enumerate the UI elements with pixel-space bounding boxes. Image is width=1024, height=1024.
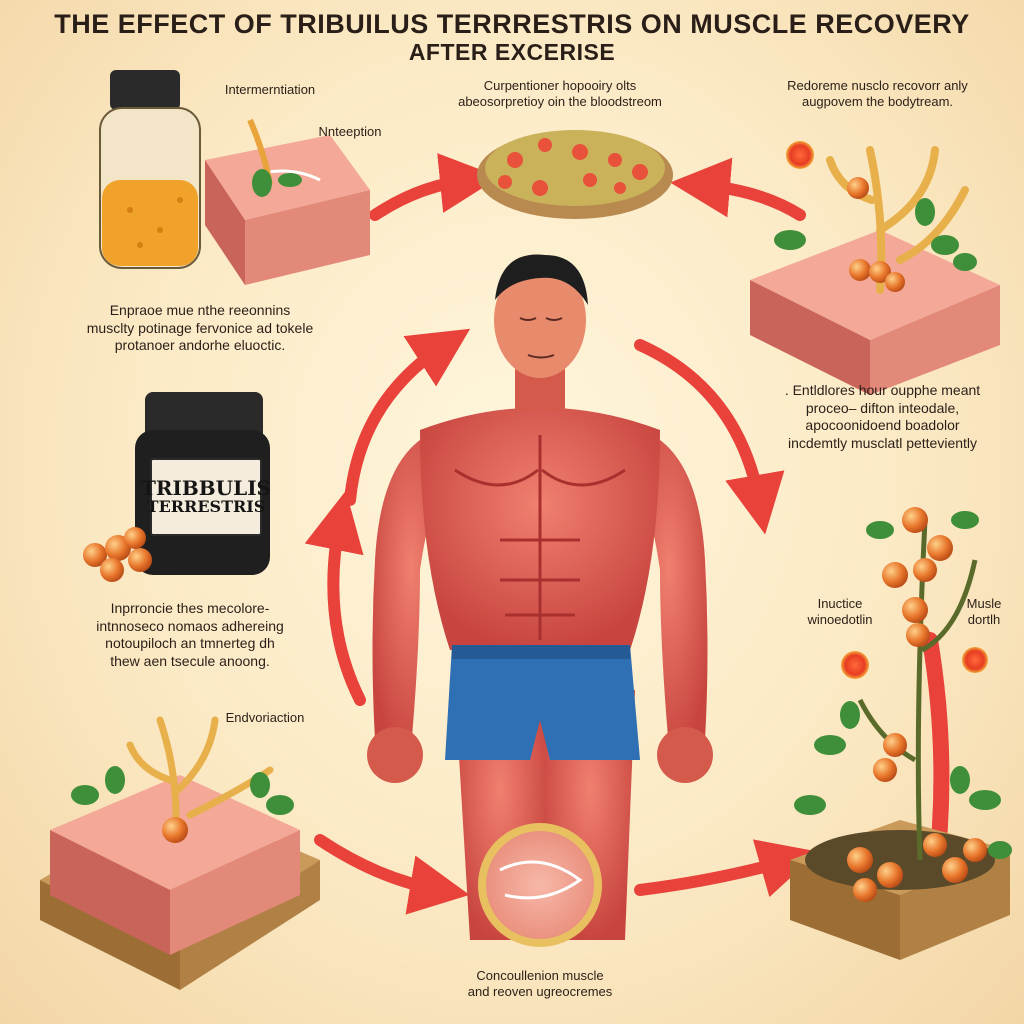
- arrow-top-right: [634, 339, 785, 535]
- caption-mid-left-line: musclty potinage fervonice ad tokele: [86, 319, 314, 336]
- caption-right-lower-a-line: Inuctice: [817, 596, 863, 611]
- caption-left-lower-line: thew aen tsecule anoong.: [110, 652, 270, 669]
- caption-mid-right: . Entldlores hour oupphe meant proceo– d…: [745, 382, 1020, 452]
- caption-top-right-line: Redoreme nusclo recovorr anly: [787, 78, 968, 93]
- jar-label-line-1: TRIBBULIS: [141, 476, 271, 501]
- caption-left-lower-line: Inprroncie thes mecolore-: [110, 600, 270, 616]
- caption-mid-left-line: protanoer andorhe eluoctic.: [114, 337, 286, 353]
- berries-bottom-right: [794, 507, 1012, 902]
- caption-right-lower-a-line: winoedotlin: [807, 612, 873, 628]
- wood-pot-bottom-right: [790, 820, 1010, 960]
- berries-bottom-left: [71, 766, 294, 843]
- caption-top-right-line: augpovem the bodytream.: [801, 94, 954, 110]
- caption-bottom-center-line: Concoullenion muscle: [476, 968, 604, 983]
- caption-right-lower-b-line: dortlh: [967, 612, 1001, 628]
- jar-label: TRIBBULIS TERRESTRIS: [141, 458, 271, 536]
- arrow-right-to-plate: [670, 157, 806, 221]
- arrow-jar-to-plate: [369, 153, 500, 221]
- caption-top-center-line: Curpentioner hopooiry olts: [483, 78, 637, 93]
- caption-left-lower-line: notoupiloch an tmnerteg dh: [105, 635, 275, 651]
- arrow-top-left: [344, 328, 471, 506]
- caption-mid-right-line: . Entldlores hour oupphe meant: [784, 382, 981, 398]
- caption-right-lower-b: Musle dortlh: [948, 596, 1020, 629]
- caption-bottom-left: Endvoriaction: [225, 710, 305, 725]
- caption-mid-right-line: apocoonidoend boadolor: [805, 417, 960, 433]
- berries-top-right: [774, 141, 977, 292]
- caption-right-lower-b-line: Musle: [966, 596, 1002, 611]
- title-line-1: THE EFFECT OF TRIBUILUS TERRRESTRIS ON M…: [54, 9, 970, 39]
- arrow-left-down: [304, 490, 366, 706]
- powder-jar-illustration: [99, 70, 201, 269]
- caption-bottom-center-line: and reoven ugreocremes: [467, 984, 613, 1000]
- caption-top-right: Redoreme nusclo recovorr anly augpovem t…: [745, 78, 1010, 111]
- plate-illustration: [477, 130, 673, 219]
- cycle-arrows: [304, 153, 950, 915]
- caption-left-lower: Inprroncie thes mecolore- intnnoseco nom…: [55, 600, 325, 670]
- meat-block-top-left: [205, 118, 370, 285]
- caption-mid-left: Enpraoe mue nthe reeonnins musclty potin…: [40, 302, 360, 355]
- caption-top-left-a: Intermerntiation: [224, 82, 316, 97]
- caption-right-lower-a: Inuctice winoedotlin: [790, 596, 890, 629]
- meat-block-top-right: [750, 230, 1000, 395]
- caption-top-center-line: abeosorpretioy oin the bloodstreom: [458, 94, 662, 110]
- caption-mid-left-line: Enpraoe mue nthe reeonnins: [109, 302, 291, 318]
- berries-left-jar: [83, 527, 152, 582]
- title-line-2: AFTER EXCERISE: [408, 39, 616, 65]
- arrow-bottom-right: [634, 839, 819, 898]
- caption-top-left-b: Nnteeption: [318, 124, 382, 139]
- jar-label-line-2: TERRESTRIS: [146, 497, 266, 517]
- caption-left-lower-line: intnnoseco nomaos adhereing: [96, 617, 284, 634]
- caption-mid-right-line: proceo– difton inteodale,: [805, 399, 960, 416]
- caption-top-center: Curpentioner hopooiry olts abeosorpretio…: [400, 78, 720, 111]
- caption-bottom-center: Concoullenion muscle and reoven ugreocre…: [400, 968, 680, 1001]
- arrow-bottom-left: [314, 834, 470, 915]
- muscle-cross-section: [478, 823, 602, 947]
- caption-mid-right-line: incdemtly musclatl petteviently: [787, 434, 978, 451]
